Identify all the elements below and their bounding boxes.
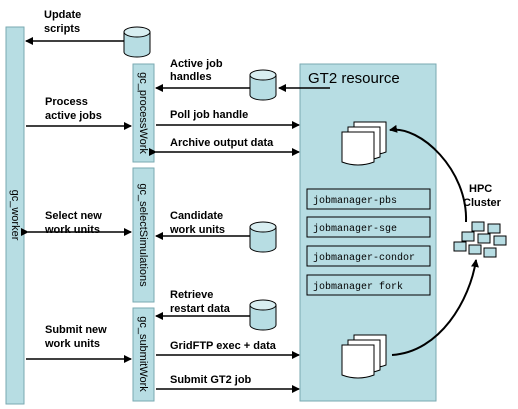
hpc-cluster-label-line2: Cluster bbox=[463, 197, 502, 209]
update-scripts-line2: scripts bbox=[44, 23, 80, 35]
submit-work-label: gc_submitWork bbox=[137, 316, 149, 392]
retrieve-restart-data-line1: Retrieve bbox=[170, 289, 213, 301]
process-work-label: gc_processWork bbox=[137, 72, 149, 154]
candidate-work-units-line2: work units bbox=[169, 224, 225, 236]
gc-worker-label: gc_worker bbox=[9, 190, 21, 241]
database-cylinder-icon bbox=[249, 299, 277, 331]
gt2-resource-title: GT2 resource bbox=[308, 70, 400, 87]
poll-job-handle-label: Poll job handle bbox=[170, 109, 248, 121]
arrow-submission-to-cluster bbox=[391, 259, 479, 356]
jobmanager-label: jobmanager fork bbox=[313, 281, 403, 293]
jobmanager-box bbox=[306, 216, 431, 238]
database-cylinder-icon bbox=[123, 26, 151, 58]
database-cylinder-icon bbox=[249, 69, 277, 101]
select-new-work-units-line2: work units bbox=[44, 224, 100, 236]
submit-gt2-job-label: Submit GT2 job bbox=[170, 374, 252, 386]
archive-output-data-label: Archive output data bbox=[170, 137, 274, 149]
jobmanager-box bbox=[306, 245, 431, 267]
jobmanager-list: jobmanager-pbs jobmanager-sge jobmanager… bbox=[306, 188, 431, 296]
select-simulations-label: gc_selectSimulations bbox=[137, 183, 149, 287]
module-select-simulations: gc_selectSimulations bbox=[132, 167, 155, 303]
select-new-work-units-line1: Select new bbox=[45, 210, 102, 222]
submit-new-work-units-line1: Submit new bbox=[45, 324, 107, 336]
jobmanager-label: jobmanager-sge bbox=[313, 223, 397, 235]
process-active-jobs-line1: Process bbox=[45, 96, 88, 108]
jobmanager-box bbox=[306, 274, 431, 296]
update-scripts-line1: Update bbox=[44, 9, 81, 21]
submit-new-work-units-line2: work units bbox=[44, 338, 100, 350]
jobmanager-label: jobmanager-condor bbox=[313, 252, 415, 264]
active-job-handles-line2: handles bbox=[170, 71, 212, 83]
gridftp-exec-data-label: GridFTP exec + data bbox=[170, 340, 277, 352]
module-submit-work: gc_submitWork bbox=[132, 307, 155, 402]
computer-cluster-icon bbox=[453, 221, 507, 258]
jobmanager-box bbox=[306, 188, 431, 210]
candidate-work-units-line1: Candidate bbox=[170, 210, 223, 222]
gc-worker-bar: gc_worker bbox=[5, 26, 25, 405]
active-job-handles-line1: Active job bbox=[170, 58, 223, 70]
document-stack-icon bbox=[341, 334, 387, 379]
retrieve-restart-data-line2: restart data bbox=[170, 303, 231, 315]
process-active-jobs-line2: active jobs bbox=[45, 110, 102, 122]
document-stack-icon bbox=[341, 121, 387, 166]
jobmanager-label: jobmanager-pbs bbox=[313, 195, 397, 207]
arrow-cluster-to-outputs bbox=[389, 124, 468, 223]
module-process-work: gc_processWork bbox=[132, 63, 155, 163]
hpc-cluster-label-line1: HPC bbox=[469, 183, 492, 195]
database-cylinder-icon bbox=[249, 221, 277, 253]
